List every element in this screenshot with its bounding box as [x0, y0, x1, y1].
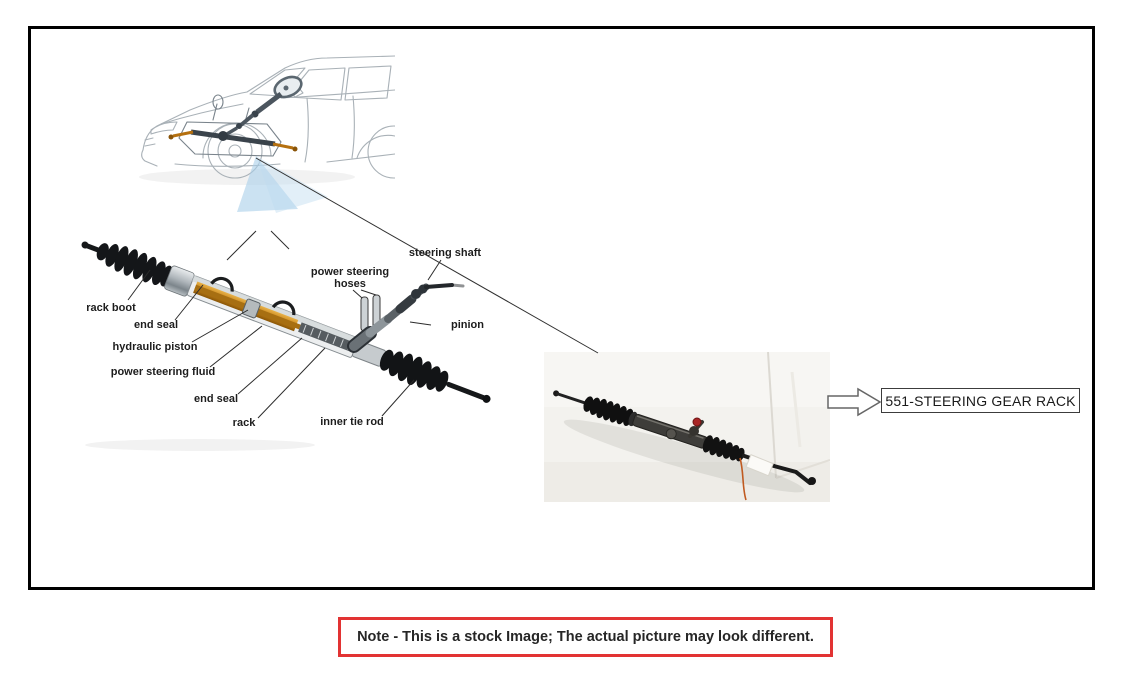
car-steering-overview-illustration: [139, 55, 395, 185]
mount-clamp-left: [210, 276, 234, 292]
cropped-leader-line: [226, 230, 257, 261]
steering-shaft-part: [424, 283, 454, 289]
left-rack-boot: [96, 243, 173, 287]
label-power-steering-hoses-2: hoses: [334, 278, 366, 290]
label-inner-tie-rod: inner tie rod: [320, 416, 384, 428]
label-hydraulic-piston: hydraulic piston: [113, 341, 198, 353]
label-end-seal-left: end seal: [134, 319, 178, 331]
steering-column: [255, 92, 283, 114]
orange-wire: [739, 457, 747, 501]
label-end-seal-right: end seal: [194, 393, 238, 405]
part-callout-label: 551-STEERING GEAR RACK: [881, 388, 1080, 413]
right-tie-rod: [772, 464, 812, 485]
steering-rack-cutaway-diagram: rack boot end seal hydraulic piston powe…: [81, 230, 491, 451]
label-steering-shaft: steering shaft: [409, 247, 481, 259]
power-steering-hose-left: [360, 296, 369, 332]
image-frame: [28, 26, 1095, 590]
label-pinion: pinion: [451, 319, 484, 331]
car-body-outline: [141, 55, 395, 179]
cropped-leader-line: [270, 230, 290, 250]
stock-photo-steering-gear-rack: [544, 352, 830, 502]
label-power-steering-fluid: power steering fluid: [111, 366, 216, 378]
label-rack: rack: [233, 417, 257, 429]
stock-image-note: Note - This is a stock Image; The actual…: [338, 617, 833, 657]
rack-crossbar: [190, 129, 276, 147]
photo-rack: [553, 390, 775, 468]
car-shadow: [139, 169, 355, 185]
photo-shadow: [563, 419, 805, 493]
right-rack-boot: [379, 349, 449, 392]
pinion-valve-assembly: [347, 283, 465, 353]
right-block-arrow-icon: [827, 387, 882, 417]
diagram-shadow: [85, 439, 315, 451]
part-tag: [745, 454, 774, 477]
label-power-steering-hoses-1: power steering: [311, 266, 389, 278]
photo-box-corner: [767, 352, 777, 479]
photo-valve-and-details: [688, 417, 816, 501]
label-rack-boot: rack boot: [86, 302, 136, 314]
red-cap: [692, 417, 702, 427]
highlighted-steering-assembly: [168, 75, 303, 152]
